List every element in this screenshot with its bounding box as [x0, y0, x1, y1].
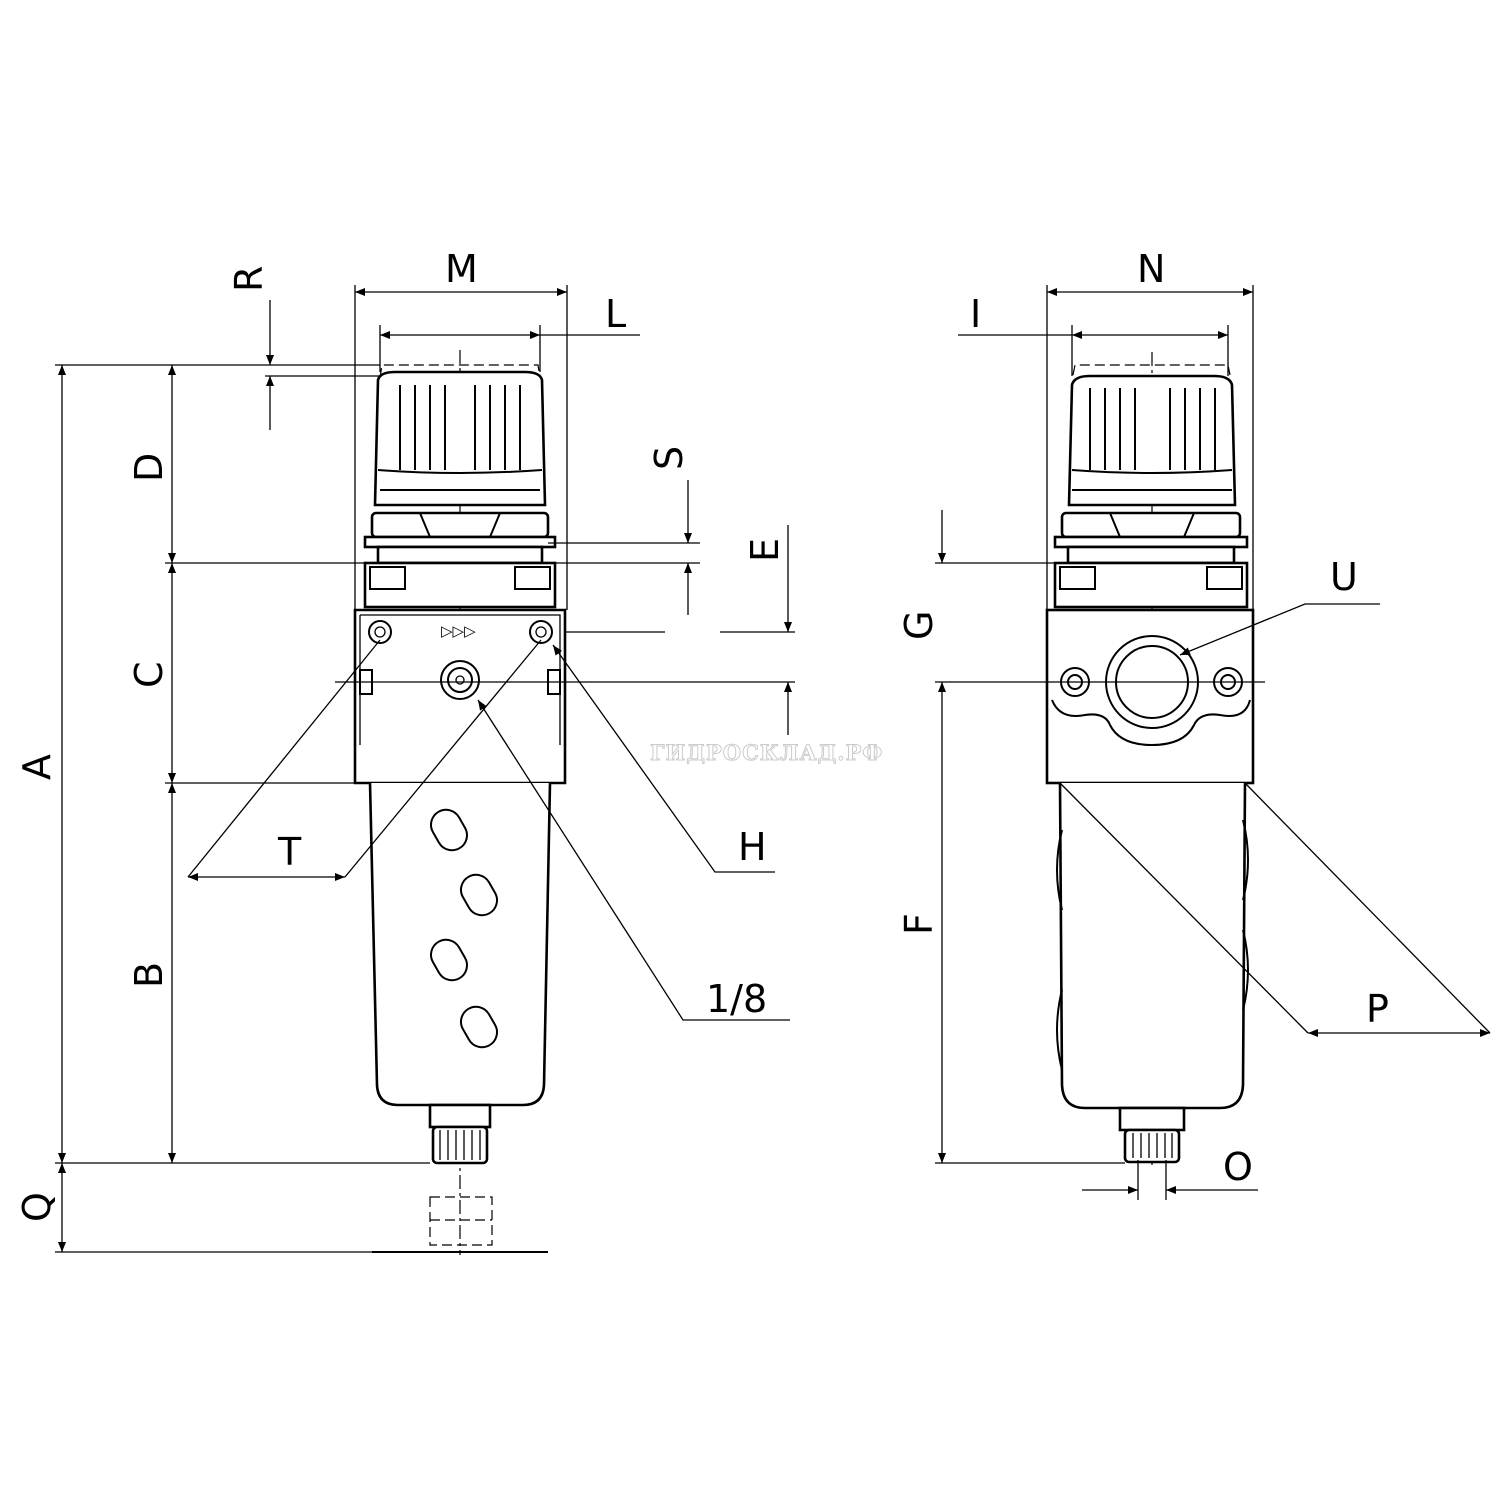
dim-label-P: P	[1366, 987, 1389, 1031]
extension-lines	[935, 285, 1265, 1200]
dim-label-G: G	[897, 611, 941, 640]
dim-label-A: A	[15, 754, 59, 780]
dim-label-R: R	[227, 266, 271, 292]
dim-label-D: D	[127, 453, 171, 482]
dim-label-I: I	[970, 292, 981, 336]
drain-valve	[1118, 1106, 1186, 1164]
adjusting-knob	[373, 364, 547, 507]
lock-nut	[1053, 511, 1249, 565]
dim-label-S: S	[647, 446, 691, 470]
regulator-body: ▷▷▷	[353, 608, 567, 785]
dimension-lines	[58, 288, 792, 1252]
dim-label-T: T	[277, 830, 302, 874]
lock-nut	[363, 511, 557, 565]
dim-label-H: H	[738, 825, 767, 869]
dim-label-E: E	[743, 538, 787, 562]
front-view: ▷▷▷	[15, 247, 795, 1255]
dim-label-M: M	[445, 247, 478, 291]
filter-bowl	[368, 782, 552, 1107]
dim-label-F: F	[897, 913, 941, 935]
dimension-lines	[938, 288, 1491, 1194]
extension-lines	[55, 285, 795, 1253]
flow-direction-symbol: ▷▷▷	[441, 622, 476, 640]
drain-valve	[372, 1103, 548, 1253]
bonnet	[363, 561, 557, 609]
watermark: ГИДРОСКЛАД.РФ	[650, 740, 883, 765]
dim-label-B: B	[127, 962, 171, 988]
adjusting-knob	[1067, 364, 1237, 507]
dim-label-Q: Q	[15, 1192, 59, 1222]
dim-label-C: C	[127, 661, 171, 688]
port-size-label: 1/8	[706, 977, 767, 1021]
dim-label-N: N	[1137, 247, 1165, 291]
dim-label-U: U	[1330, 555, 1358, 599]
bonnet	[1053, 561, 1249, 609]
dim-label-L: L	[605, 292, 626, 336]
regulator-body	[1045, 608, 1255, 785]
filter-bowl	[1056, 782, 1249, 1110]
dim-label-O: O	[1223, 1145, 1253, 1189]
side-view: N I U G F P O	[897, 247, 1491, 1200]
